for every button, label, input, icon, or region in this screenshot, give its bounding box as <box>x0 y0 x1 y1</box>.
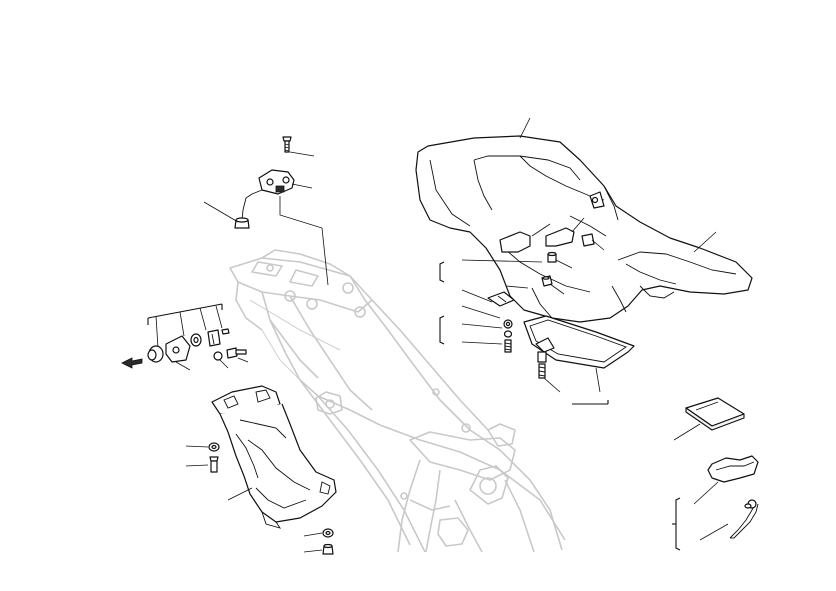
bolt-icon <box>208 442 220 473</box>
bolt-icon <box>282 136 292 153</box>
motorcycle-frame <box>229 249 566 553</box>
front-arrow-icon <box>121 357 143 369</box>
seat <box>415 117 753 323</box>
seat-latch-hardware <box>439 261 515 353</box>
seat-lock-assembly <box>203 136 329 286</box>
helmet-cable-icon <box>672 497 759 551</box>
nut-icon <box>322 528 334 555</box>
front-mount-group <box>121 303 249 371</box>
undertray <box>185 385 337 555</box>
owner-manual-booklet <box>673 397 745 441</box>
seat-cover-pouch <box>693 455 759 505</box>
document-tray <box>523 315 635 405</box>
